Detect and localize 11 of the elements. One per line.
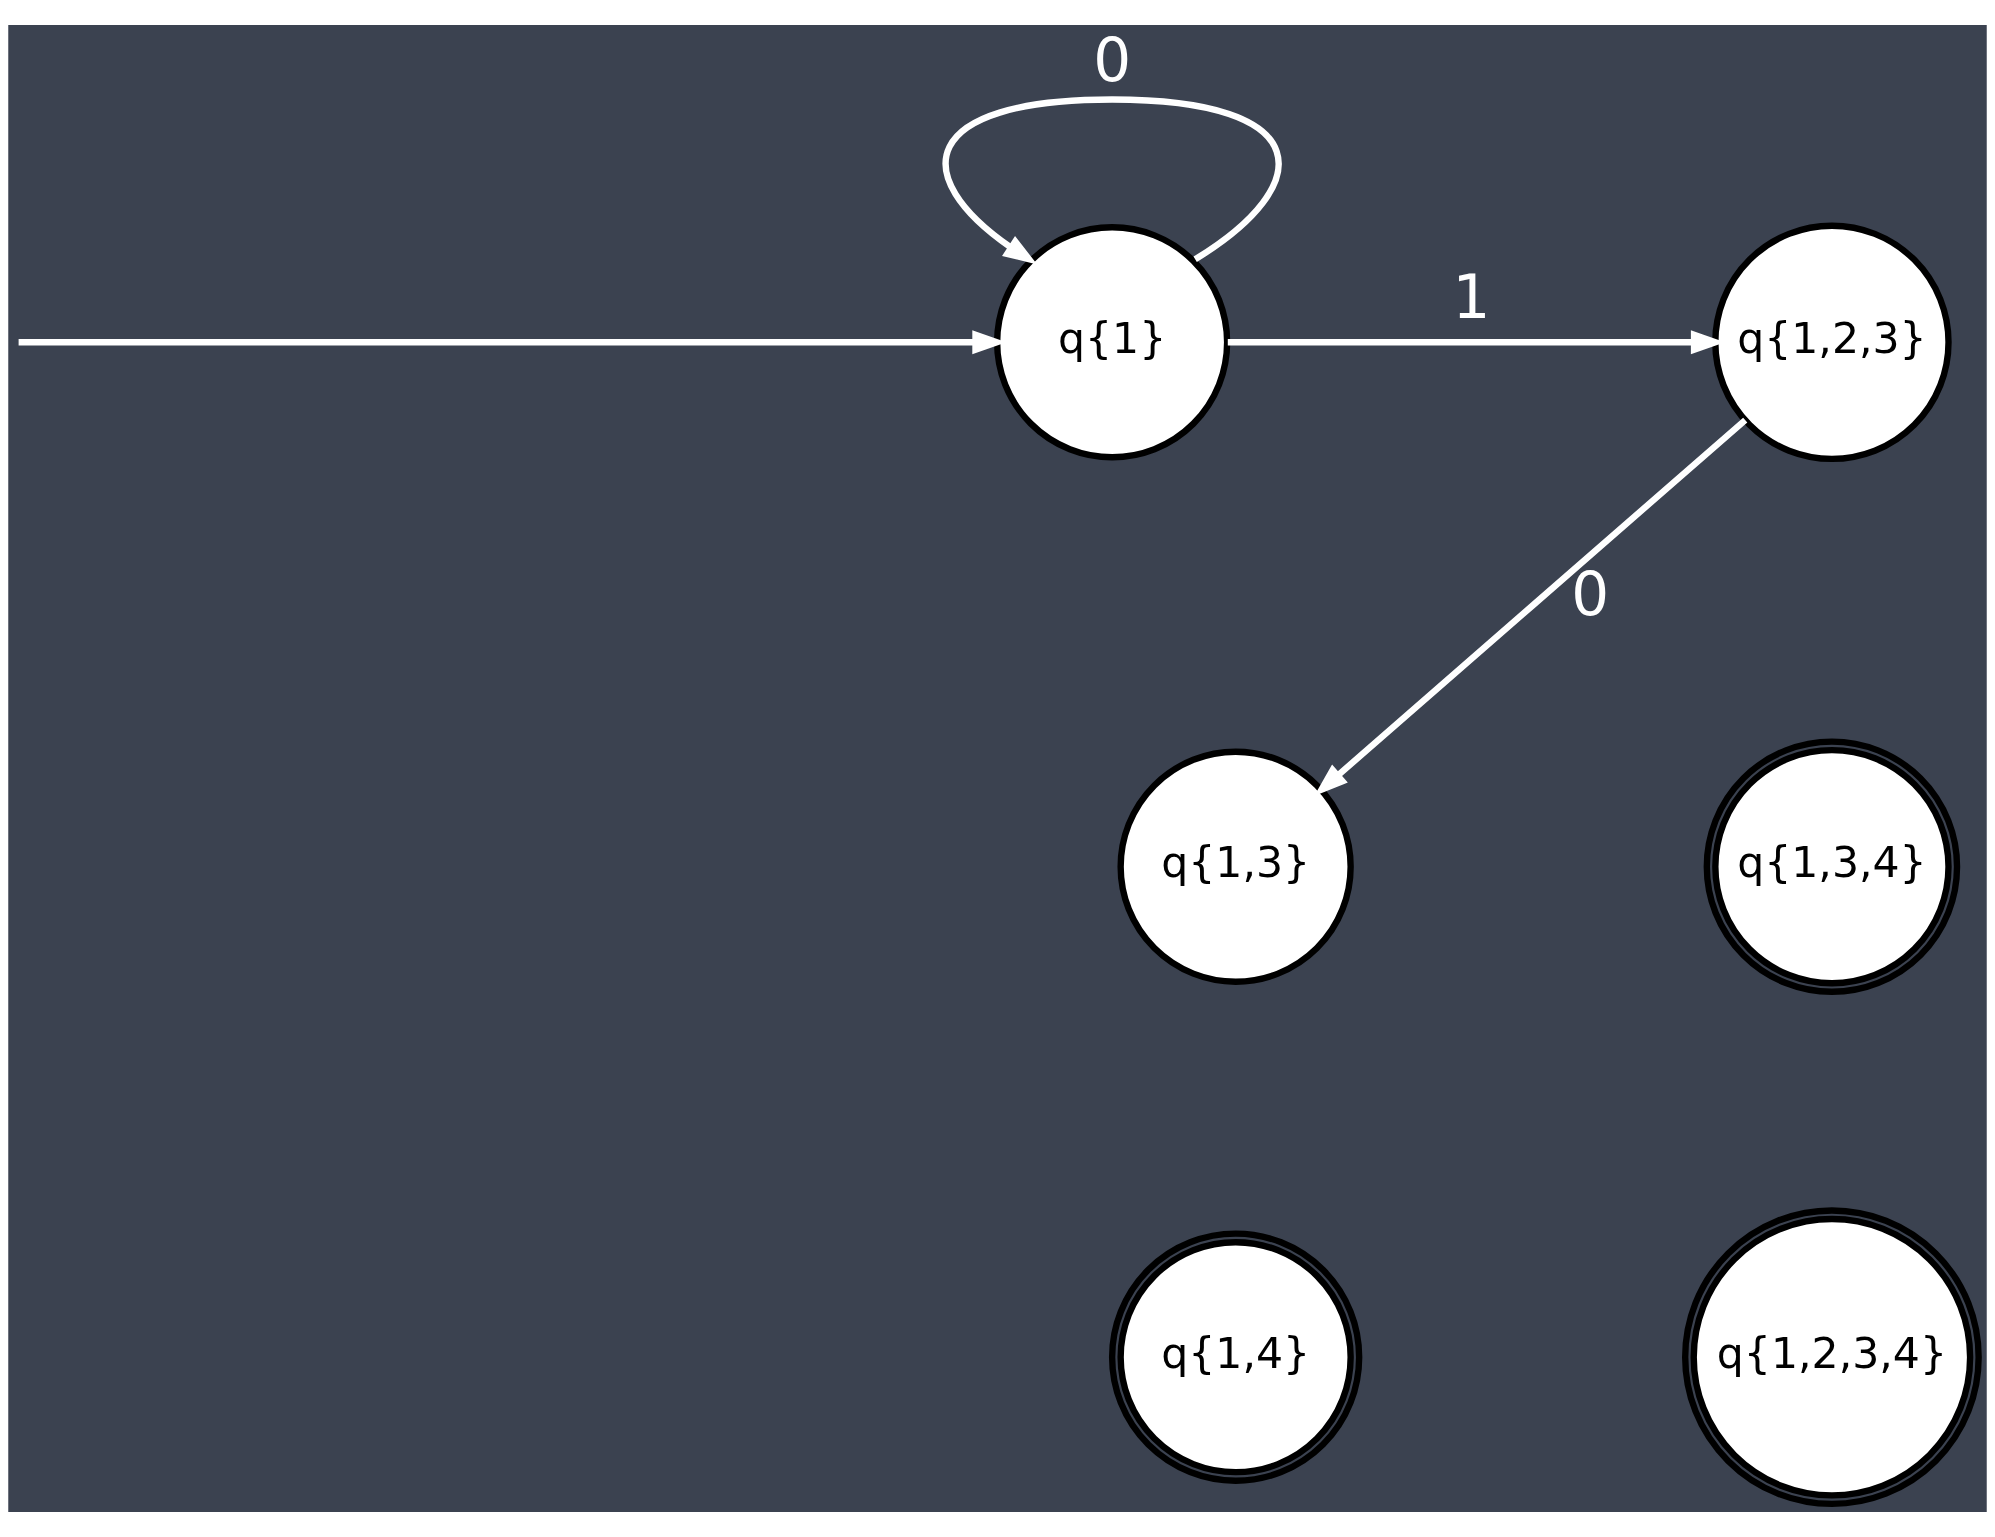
node-circle: q{1} [993,224,1231,461]
node-circle: q{1,2,3} [1712,222,1952,463]
edge-label: 0 [1093,26,1132,96]
node-circle: q{1,3,4} [1703,738,1961,995]
node-circle: q{1,3} [1117,748,1354,985]
edge-label: 1 [1452,262,1491,332]
arrow [942,96,1282,265]
node-circle: q{1,4} [1108,1230,1363,1484]
edge-label: 0 [1571,559,1610,629]
arrow [1314,417,1748,797]
node-circle: q{1,2,3,4} [1682,1207,1982,1508]
